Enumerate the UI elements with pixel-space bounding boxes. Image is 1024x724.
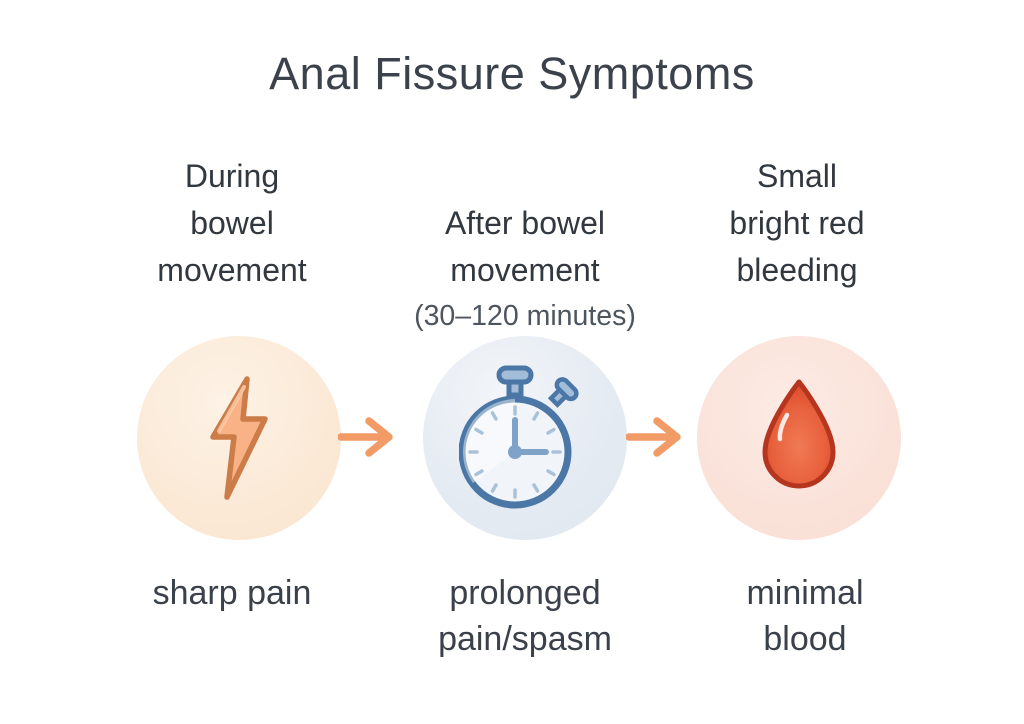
symptom-label-minimal-blood: minimal blood xyxy=(746,574,864,658)
page-title: Anal Fissure Symptoms xyxy=(269,48,755,99)
blood-drop-icon xyxy=(762,379,836,489)
column-header-during-bowel-movement: During bowel movement xyxy=(157,158,307,288)
symptom-circle-sharp-pain xyxy=(137,336,341,540)
symptom-label-sharp-pain: sharp pain xyxy=(152,574,312,612)
symptom-circle-prolonged-pain xyxy=(423,336,627,540)
arrow-right-icon xyxy=(338,417,393,457)
lightning-icon xyxy=(210,376,268,500)
stopwatch-icon xyxy=(459,365,579,509)
column-header-text: After bowel movement xyxy=(444,205,606,288)
column-header-after-bowel-movement: After bowel movement (30–120 minutes) xyxy=(385,153,665,386)
symptom-circle-minimal-blood xyxy=(697,336,901,540)
arrow-right-icon xyxy=(626,417,681,457)
column-header-note: (30–120 minutes) xyxy=(414,300,636,332)
column-header-small-bright-red-bleeding: Small bright red bleeding xyxy=(729,158,865,288)
symptom-label-prolonged-pain-spasm: prolonged pain/spasm xyxy=(438,574,612,658)
